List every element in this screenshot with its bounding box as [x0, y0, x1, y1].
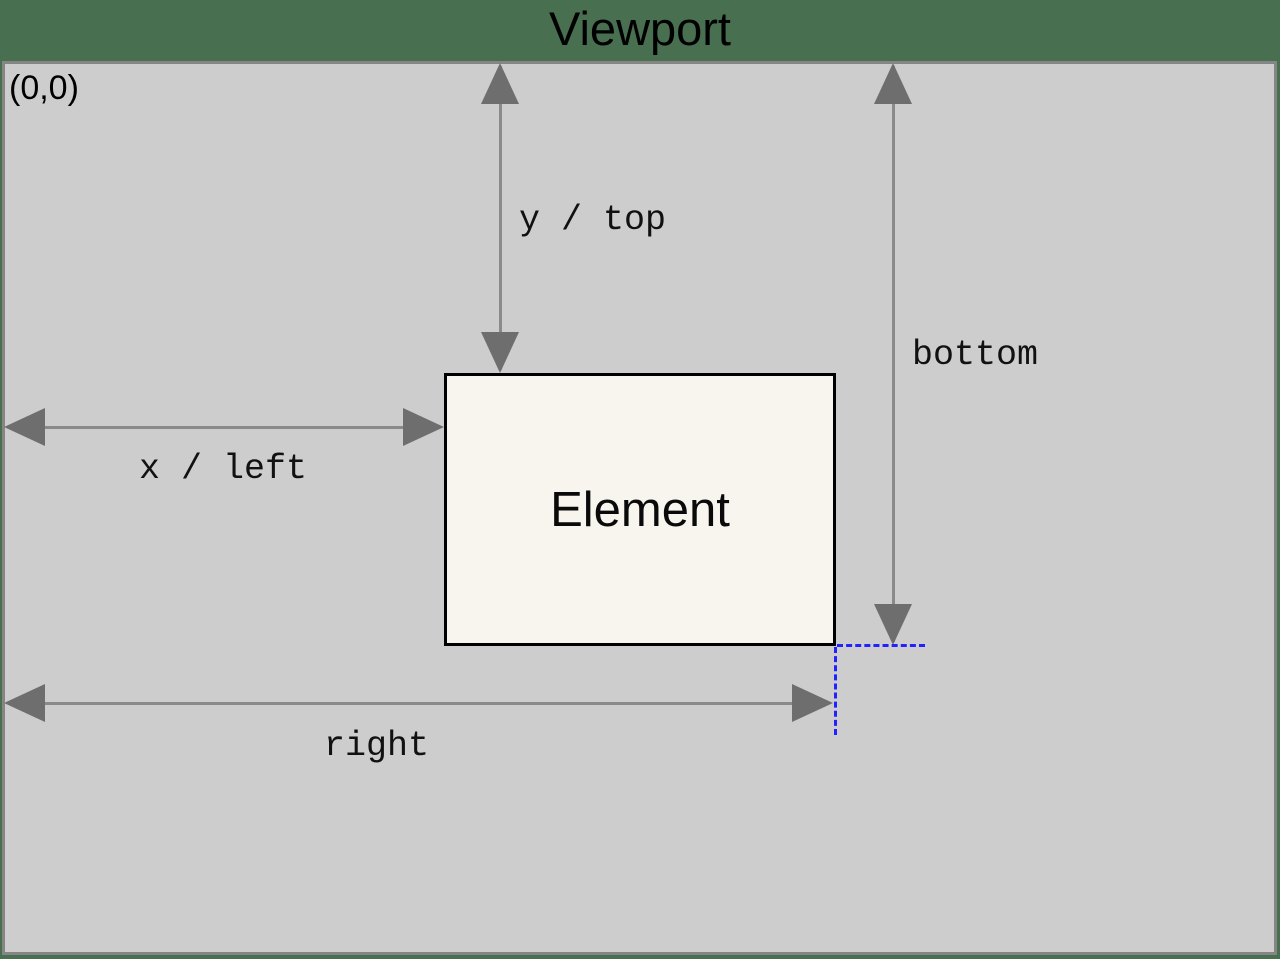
label-bottom: bottom	[912, 335, 1039, 375]
arrowhead-left-icon	[4, 408, 45, 446]
arrowhead-right-icon	[792, 684, 833, 722]
arrow-line	[8, 426, 440, 429]
arrowhead-left-icon	[4, 684, 45, 722]
arrow-line	[892, 66, 895, 642]
diagram-title: Viewport	[548, 2, 731, 55]
arrowhead-up-icon	[874, 63, 912, 104]
arrow-line	[8, 702, 829, 705]
label-right: right	[324, 726, 430, 766]
arrowhead-up-icon	[481, 63, 519, 104]
element-label: Element	[550, 482, 730, 537]
arrowhead-right-icon	[403, 408, 444, 446]
arrowhead-down-icon	[481, 332, 519, 373]
guide-line-vertical	[834, 647, 837, 735]
label-y-top: y / top	[519, 200, 667, 240]
arrow-line	[499, 66, 502, 370]
element-box: Element	[444, 373, 836, 646]
guide-line-horizontal	[837, 644, 925, 647]
label-x-left: x / left	[139, 449, 308, 489]
origin-coordinates-label: (0,0)	[9, 69, 79, 107]
arrowhead-down-icon	[874, 604, 912, 645]
